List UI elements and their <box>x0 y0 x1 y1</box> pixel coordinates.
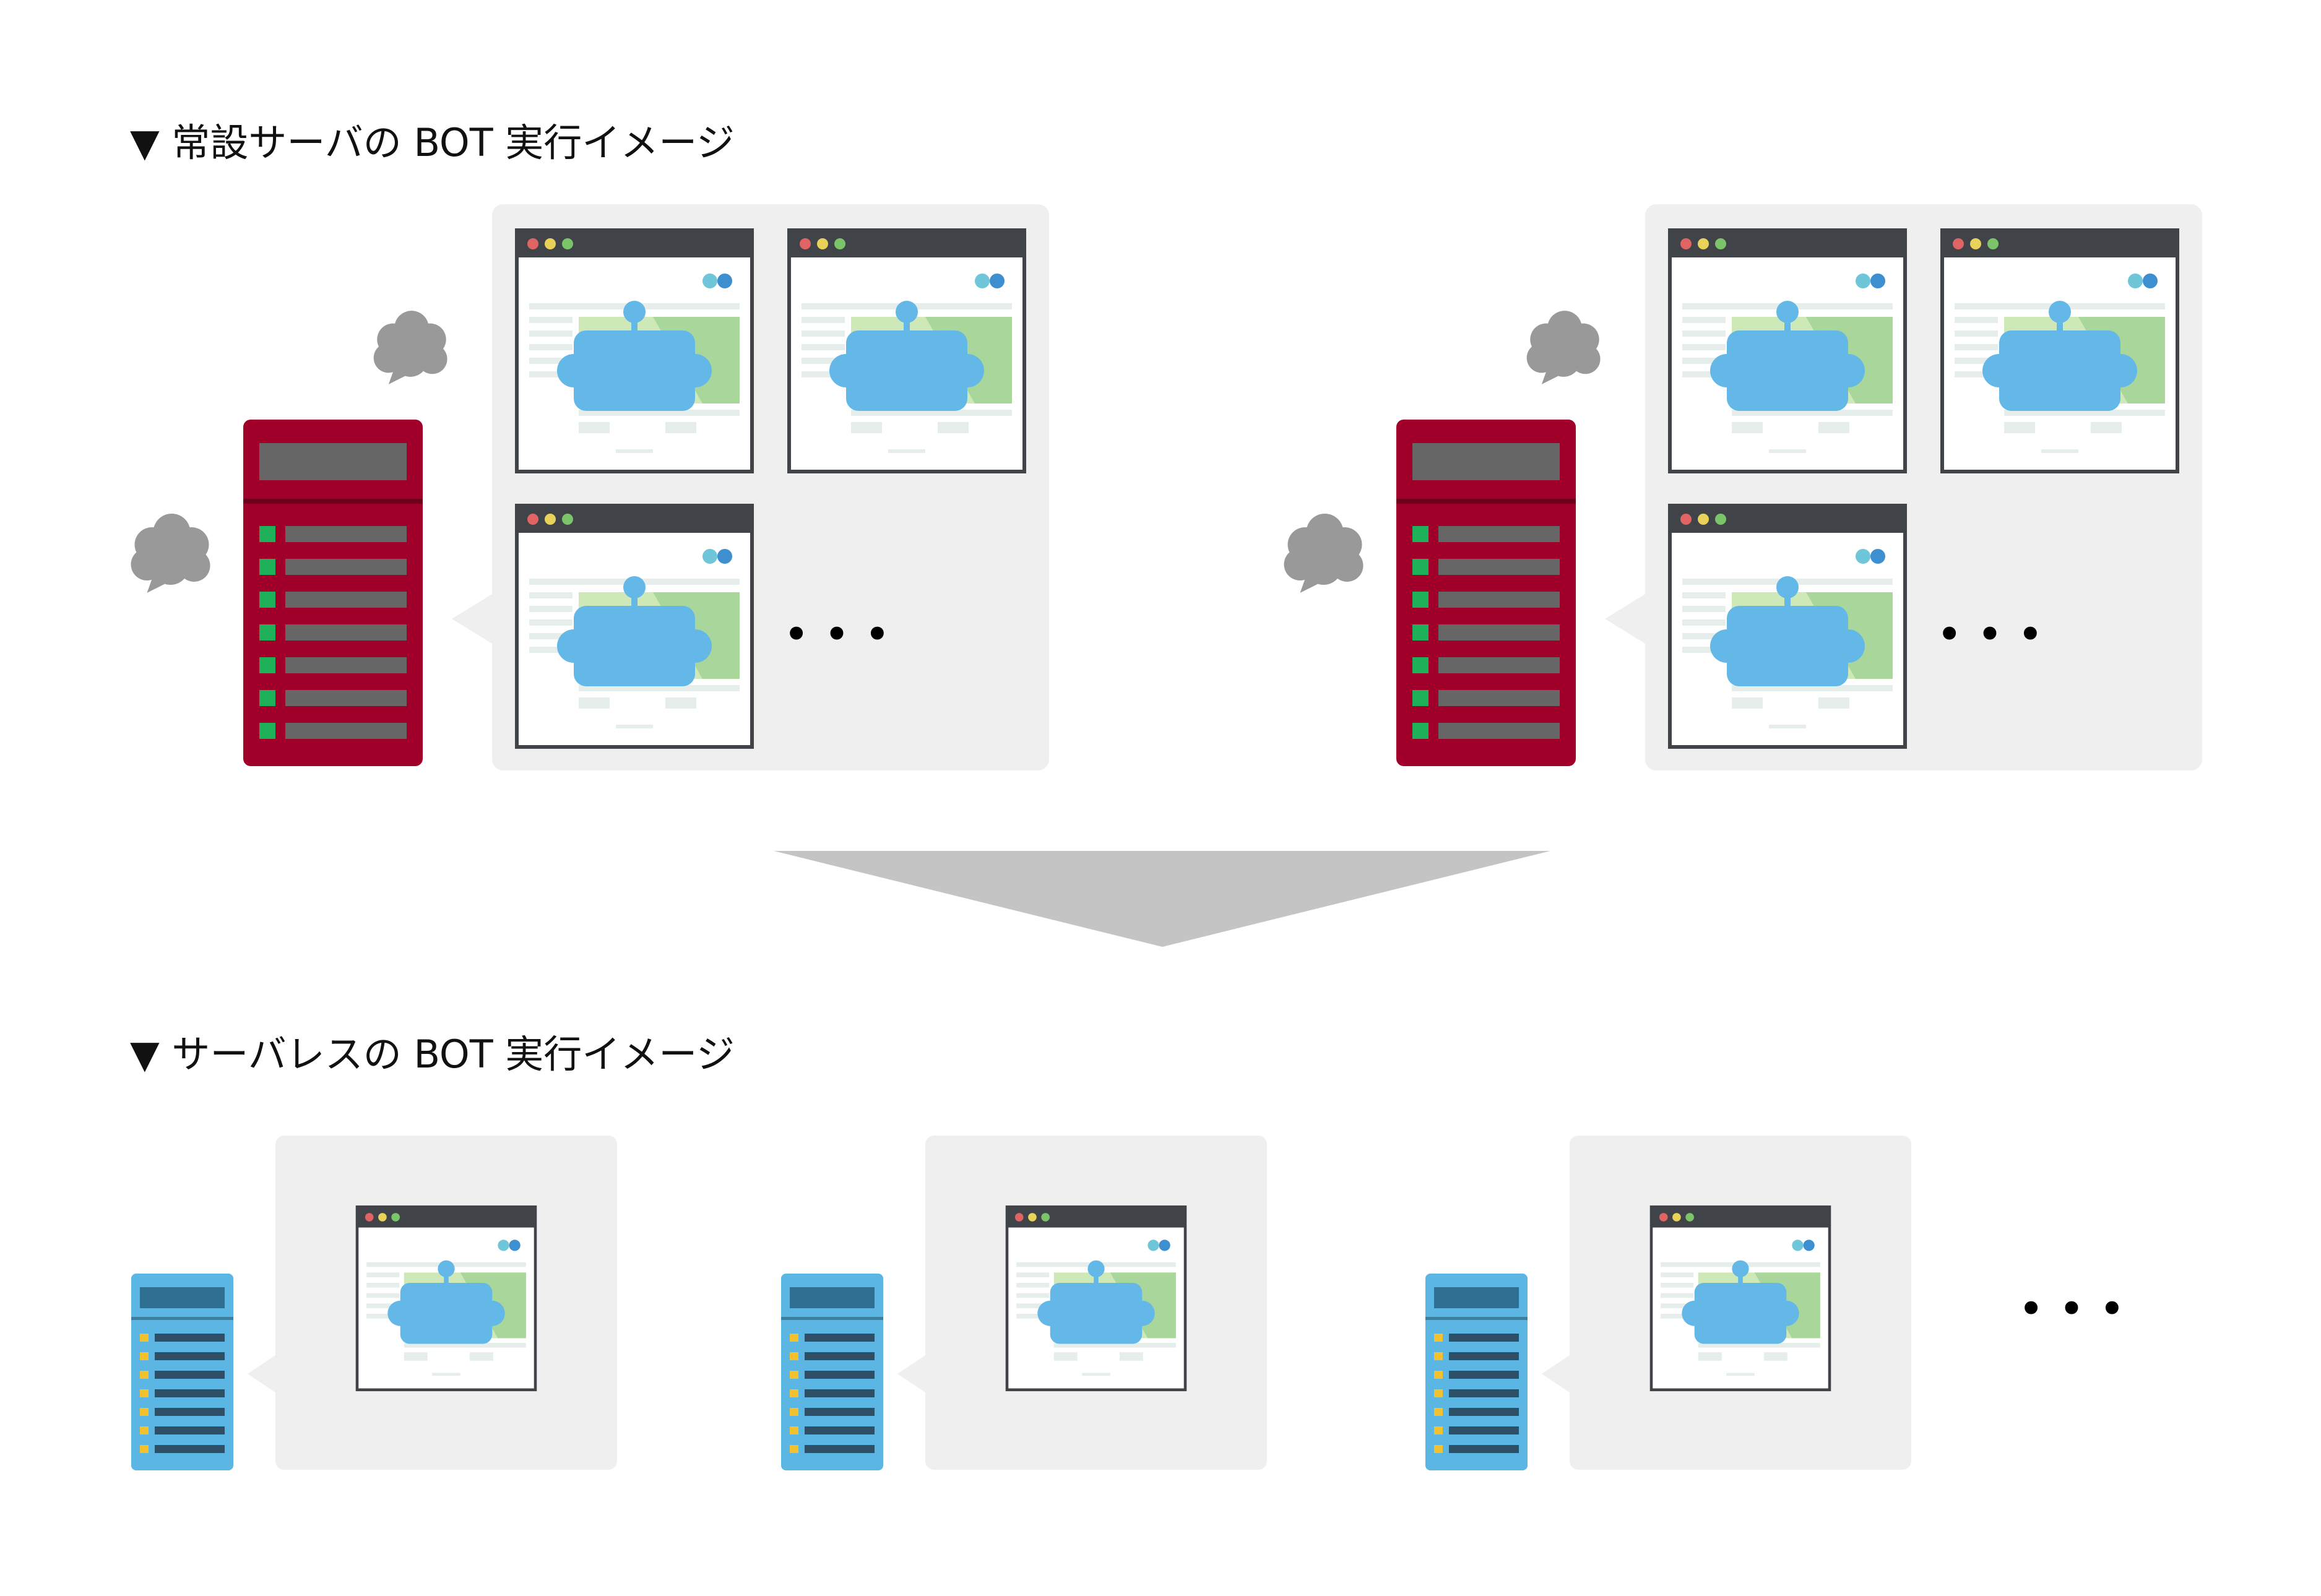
browser-window <box>1670 230 1905 472</box>
smoke-icon <box>131 514 210 593</box>
browser-window <box>1651 1207 1830 1390</box>
ellipsis: • • • <box>2018 1283 2125 1335</box>
always-on-server <box>243 420 423 766</box>
serverless-group-1 <box>131 1136 617 1470</box>
browser-window <box>517 230 752 472</box>
serverless-server <box>781 1274 883 1470</box>
section-title-serverless: ▼ サーバレスの BOT 実行イメージ <box>130 1032 735 1077</box>
smoke-icon <box>373 311 447 384</box>
browser-window <box>1007 1207 1185 1390</box>
transition-arrow <box>774 851 1550 947</box>
serverless-group-3 <box>1425 1136 1911 1470</box>
always-on-group-1: • • • <box>131 204 1049 770</box>
panel-pointer <box>897 1355 925 1392</box>
panel-pointer <box>248 1355 275 1392</box>
ellipsis: • • • <box>1936 608 2043 660</box>
panel-pointer <box>1542 1355 1570 1392</box>
section-title-always-on: ▼ 常設サーバの BOT 実行イメージ <box>130 120 735 165</box>
browser-window <box>357 1207 535 1390</box>
always-on-group-2: • • • <box>1284 204 2202 770</box>
serverless-server <box>131 1274 233 1470</box>
browser-window <box>789 230 1024 472</box>
browser-window <box>517 506 752 747</box>
browser-window <box>1942 230 2177 472</box>
smoke-icon <box>1526 311 1601 384</box>
smoke-icon <box>1284 514 1364 593</box>
panel-pointer <box>452 594 492 644</box>
serverless-group-2 <box>781 1136 1267 1470</box>
serverless-server <box>1425 1274 1528 1470</box>
browser-window <box>1670 506 1905 747</box>
ellipsis: • • • <box>783 608 890 660</box>
always-on-server <box>1396 420 1576 766</box>
panel-pointer <box>1605 594 1645 644</box>
